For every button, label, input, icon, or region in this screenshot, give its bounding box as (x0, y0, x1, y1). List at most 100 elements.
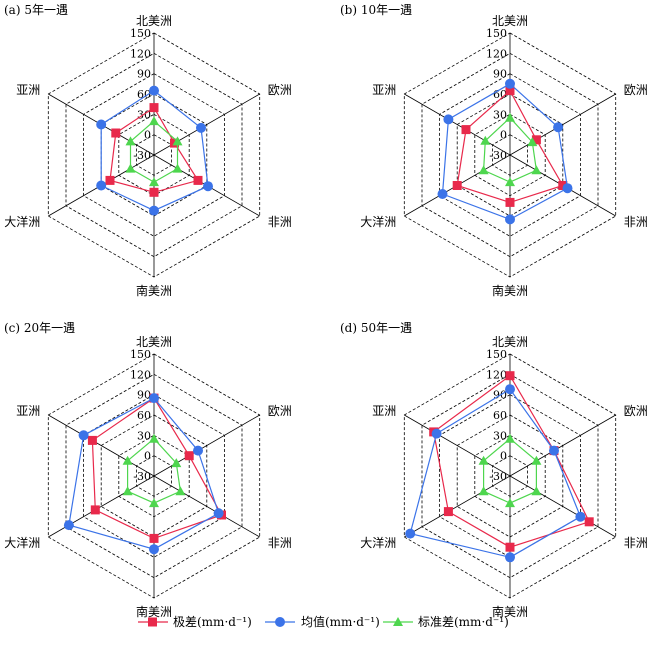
data-point-range (452, 181, 462, 190)
axis-label: 亚洲 (372, 83, 396, 97)
tick-label: 0 (144, 450, 151, 463)
axis-spoke (509, 93, 616, 156)
data-point-mean (505, 384, 515, 395)
data-point-std (175, 486, 186, 496)
axis-label: 大洋洲 (360, 214, 396, 229)
axis-label: 大洋洲 (4, 214, 40, 229)
data-point-range (87, 435, 97, 445)
data-point-std (531, 486, 542, 496)
axis-label: 大洋洲 (4, 535, 40, 550)
tick-label: 90 (137, 68, 151, 81)
tick-label: -30 (133, 149, 151, 162)
data-point-std (171, 458, 182, 468)
data-point-mean (196, 122, 206, 133)
axis-label: 北美洲 (136, 335, 172, 349)
data-point-std (149, 116, 159, 126)
axis-spoke (509, 475, 616, 538)
tick-label: 0 (144, 129, 151, 142)
data-point-mean (405, 528, 416, 539)
tick-label: 120 (486, 47, 507, 60)
data-point-std (478, 486, 489, 496)
data-point-std (531, 165, 542, 175)
tick-label: 0 (500, 129, 507, 142)
data-point-std (149, 433, 159, 443)
tick-label: 90 (493, 68, 507, 81)
data-point-mean (553, 122, 564, 133)
data-point-range (193, 175, 203, 185)
data-point-std (122, 486, 133, 496)
legend-mean-label: 均值(mm·d⁻¹) (301, 614, 380, 629)
axis-label: 亚洲 (372, 404, 396, 418)
data-point-mean (149, 544, 159, 555)
data-point-std (505, 433, 515, 443)
panel-title: (d) 50年一遇 (340, 321, 412, 335)
data-point-mean (213, 508, 224, 519)
axis-label: 欧洲 (624, 83, 648, 97)
tick-label: 150 (486, 27, 507, 40)
tick-label: 120 (130, 47, 151, 60)
legend-range-label: 极差(mm·d⁻¹) (173, 615, 252, 629)
data-point-std (149, 498, 159, 508)
data-point-range (184, 451, 194, 461)
data-point-std (172, 136, 183, 146)
axis-label: 亚洲 (16, 404, 40, 418)
axis-spoke (404, 475, 511, 538)
tick-label: 30 (493, 429, 507, 442)
axis-spoke (404, 93, 511, 156)
axis-label: 南美洲 (136, 604, 172, 619)
tick-label: 150 (130, 27, 151, 40)
axis-spoke (404, 414, 511, 477)
legend: 极差(mm·d⁻¹) 均值(mm·d⁻¹) 标准差(mm·d⁻¹) (138, 614, 509, 629)
data-point-range (461, 125, 471, 135)
data-point-mean (505, 214, 515, 225)
data-point-mean (431, 428, 442, 439)
panel-title: (b) 10年一遇 (340, 3, 412, 17)
data-point-std (527, 137, 538, 147)
data-point-std (172, 163, 183, 173)
data-point-std (505, 498, 515, 508)
data-point-mean (78, 430, 89, 441)
data-point-std (505, 112, 515, 122)
tick-label: 30 (493, 108, 507, 121)
data-point-mean (149, 205, 159, 216)
data-point-std (478, 455, 489, 465)
data-point-std (125, 136, 136, 146)
tick-label: 150 (130, 348, 151, 361)
data-point-mean (149, 85, 159, 96)
axis-label: 南美洲 (492, 283, 528, 298)
axis-label: 欧洲 (624, 404, 648, 418)
tick-label: 60 (137, 409, 151, 422)
data-point-mean (549, 445, 559, 456)
axis-spoke (48, 414, 155, 477)
data-point-mean (437, 189, 448, 199)
data-point-range (505, 542, 515, 552)
panel-title: (a) 5年一遇 (4, 3, 68, 17)
tick-label: 60 (137, 88, 151, 101)
data-point-range (149, 187, 159, 197)
legend-std-label: 标准差(mm·d⁻¹) (418, 615, 509, 629)
legend-mean-marker (275, 617, 285, 627)
axis-label: 欧洲 (268, 404, 292, 418)
data-point-range (584, 517, 594, 527)
data-point-range (149, 103, 159, 113)
tick-label: 30 (137, 429, 151, 442)
axis-label: 非洲 (624, 536, 648, 550)
axis-spoke (153, 414, 260, 477)
axis-label: 北美洲 (136, 14, 172, 28)
data-point-mean (96, 119, 107, 130)
data-point-range (111, 128, 121, 138)
tick-label: 150 (486, 348, 507, 361)
data-point-std (531, 455, 542, 465)
tick-label: -30 (133, 470, 151, 483)
data-point-mean (63, 520, 74, 531)
axis-label: 非洲 (268, 215, 292, 229)
data-point-mean (96, 180, 107, 191)
series-line-range (91, 397, 223, 540)
tick-label: 120 (486, 368, 507, 381)
panel-title: (c) 20年一遇 (4, 321, 75, 335)
